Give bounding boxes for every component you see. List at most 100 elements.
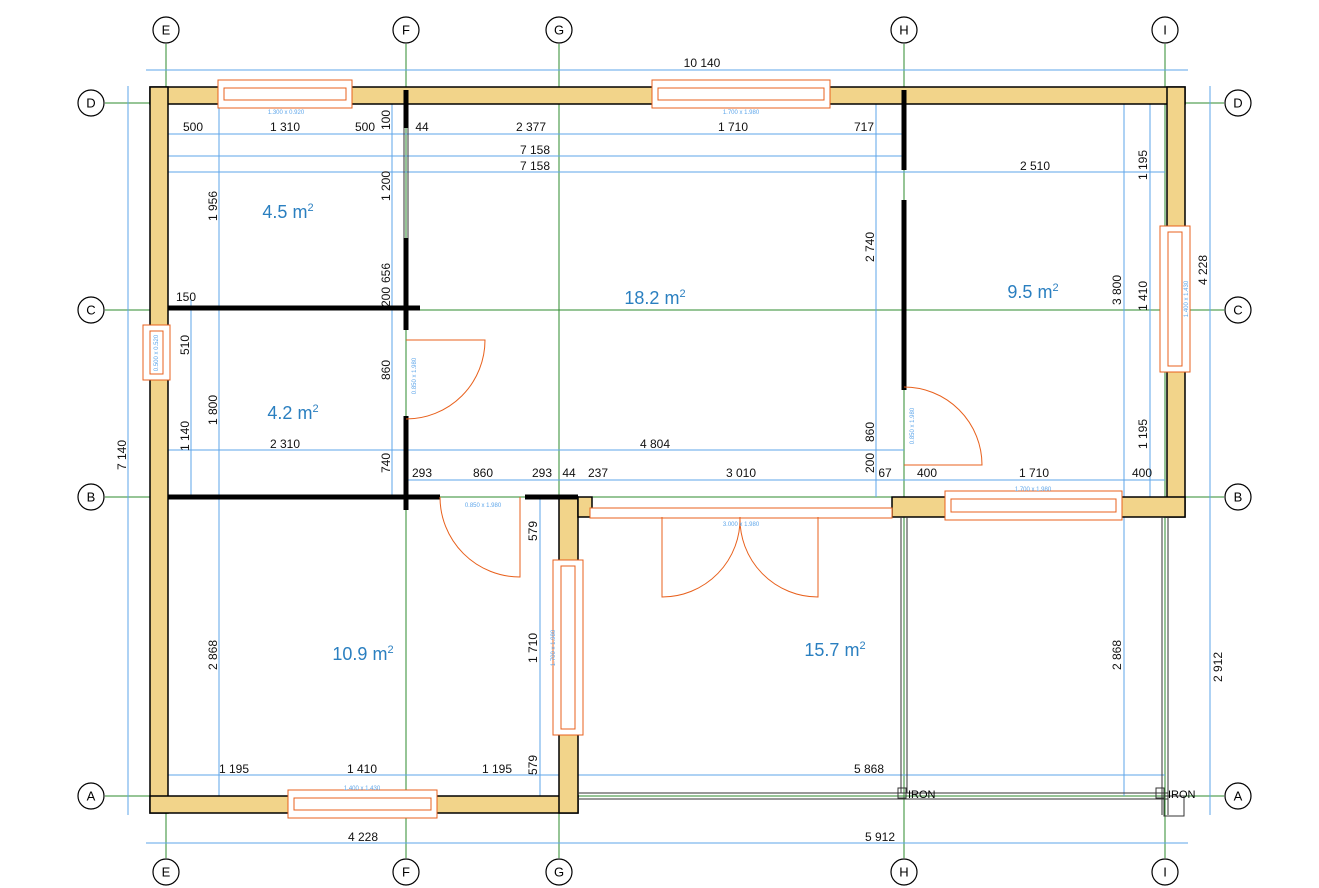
- dimension-text: 1 800: [206, 395, 220, 425]
- room-area-label: 9.5 m2: [1007, 282, 1058, 302]
- terrace-outline: [578, 517, 1169, 815]
- interior-walls: [168, 90, 907, 510]
- dimension-text: 4 228: [1196, 255, 1210, 285]
- room-area-label: 15.7 m2: [804, 640, 865, 660]
- dimension-text: 1 195: [482, 762, 512, 776]
- grid-label: E: [162, 23, 171, 38]
- grid-lines: [105, 44, 1224, 858]
- dimension-text: 1 195: [1136, 150, 1150, 180]
- dimension-text: 7 158: [520, 143, 550, 157]
- grid-label: G: [554, 865, 564, 880]
- dimension-text: 1 140: [178, 421, 192, 451]
- dimension-text: 5 912: [865, 830, 895, 844]
- room-area-label: 4.2 m2: [267, 403, 318, 423]
- dimension-text: 7 158: [520, 159, 550, 173]
- dimension-text: 860: [863, 422, 877, 442]
- door-label: 0.850 x 1.980: [465, 503, 502, 509]
- grid-label: D: [1233, 96, 1242, 111]
- grid-label: F: [402, 865, 410, 880]
- grid-label: H: [899, 865, 908, 880]
- dimension-text: 5 868: [854, 762, 884, 776]
- window-label: 1.400 x 1.430: [344, 786, 381, 792]
- dimension-text: 1 710: [1019, 466, 1049, 480]
- grid-label: I: [1163, 865, 1167, 880]
- dimension-text: 44: [562, 466, 576, 480]
- dimension-text: 1 956: [206, 191, 220, 221]
- dimension-text: 1 310: [270, 120, 300, 134]
- dimension-text: 2 912: [1211, 652, 1225, 682]
- dimension-text: 579: [526, 755, 540, 775]
- dimension-text: 2 510: [1020, 159, 1050, 173]
- dimension-text: 400: [1132, 466, 1152, 480]
- dimension-text: 7 140: [115, 440, 129, 470]
- dimension-text: 237: [588, 466, 608, 480]
- window-label: 1.400 x 1.430: [1184, 280, 1190, 317]
- dimension-text: 1 195: [219, 762, 249, 776]
- door-label: 0.850 x 1.980: [910, 407, 916, 444]
- dimension-text: 500: [355, 120, 375, 134]
- dimension-lines: [127, 69, 1211, 844]
- dimension-text: 200: [379, 287, 393, 307]
- dimension-text: 2 868: [206, 640, 220, 670]
- dimension-text: 510: [178, 335, 192, 355]
- window-label: 1.300 x 0.920: [268, 110, 305, 116]
- dimension-text: 67: [878, 466, 892, 480]
- dimension-text: 2 868: [1110, 640, 1124, 670]
- room-area-label: 4.5 m2: [262, 202, 313, 222]
- dimension-text: 400: [917, 466, 937, 480]
- dimension-text: 579: [526, 521, 540, 541]
- iron-tag: IRON: [908, 789, 936, 801]
- grid-label: H: [899, 23, 908, 38]
- grid-label: I: [1163, 23, 1167, 38]
- dimension-text: 1 710: [718, 120, 748, 134]
- dimension-text: 717: [854, 120, 874, 134]
- dimension-text: 2 377: [516, 120, 546, 134]
- dimension-texts: 10 140 500 1 310 500 100 44 2 377 1 710 …: [115, 56, 1225, 844]
- grid-label: D: [86, 96, 95, 111]
- grid-label: B: [87, 490, 96, 505]
- dimension-text: 150: [176, 290, 196, 304]
- window-label: 1.700 x 1.980: [723, 110, 760, 116]
- room-areas: 4.5 m2 18.2 m2 9.5 m2 4.2 m2 10.9 m2 15.…: [262, 202, 1058, 664]
- dimension-text: 4 804: [640, 437, 670, 451]
- iron-tags: IRON IRON: [897, 787, 1196, 817]
- dimension-text: 860: [473, 466, 493, 480]
- window-label: 0.500 x 0.520: [154, 334, 160, 371]
- dimension-text: 10 140: [684, 56, 721, 70]
- dimension-text: 4 228: [348, 830, 378, 844]
- dimension-text: 860: [379, 360, 393, 380]
- door-label: 3.000 x 1.980: [723, 522, 760, 528]
- dimension-text: 1 200: [379, 171, 393, 201]
- dimension-text: 2 310: [270, 437, 300, 451]
- room-area-label: 18.2 m2: [624, 288, 685, 308]
- grid-label: C: [86, 303, 95, 318]
- dimension-text: 293: [532, 466, 552, 480]
- dimension-text: 1 410: [1136, 281, 1150, 311]
- dimension-text: 3 010: [726, 466, 756, 480]
- dimension-text: 200: [863, 453, 877, 473]
- dimension-text: 2 740: [863, 232, 877, 262]
- dimension-text: 1 195: [1136, 419, 1150, 449]
- dimension-text: 293: [412, 466, 432, 480]
- dimension-text: 100: [379, 110, 393, 130]
- dimension-text: 1 410: [347, 762, 377, 776]
- dimension-text: 3 800: [1110, 275, 1124, 305]
- dimension-text: 656: [379, 263, 393, 283]
- doors: [405, 339, 983, 598]
- grid-label: A: [87, 789, 96, 804]
- grid-label: F: [402, 23, 410, 38]
- dimension-text: 500: [183, 120, 203, 134]
- iron-tag: IRON: [1168, 789, 1196, 801]
- grid-label: A: [1234, 789, 1243, 804]
- dimension-text: 1 710: [526, 633, 540, 663]
- room-area-label: 10.9 m2: [332, 644, 393, 664]
- dimension-text: 740: [379, 453, 393, 473]
- window-label: 1.700 x 1.980: [551, 629, 557, 666]
- window-label: 1.700 x 1.980: [1015, 487, 1052, 493]
- opening-labels: 1.300 x 0.920 1.700 x 1.980 1.400 x 1.43…: [154, 110, 1190, 792]
- dimension-text: 44: [415, 120, 429, 134]
- grid-label: B: [1234, 490, 1243, 505]
- windows: [142, 79, 1191, 819]
- grid-label: G: [554, 23, 564, 38]
